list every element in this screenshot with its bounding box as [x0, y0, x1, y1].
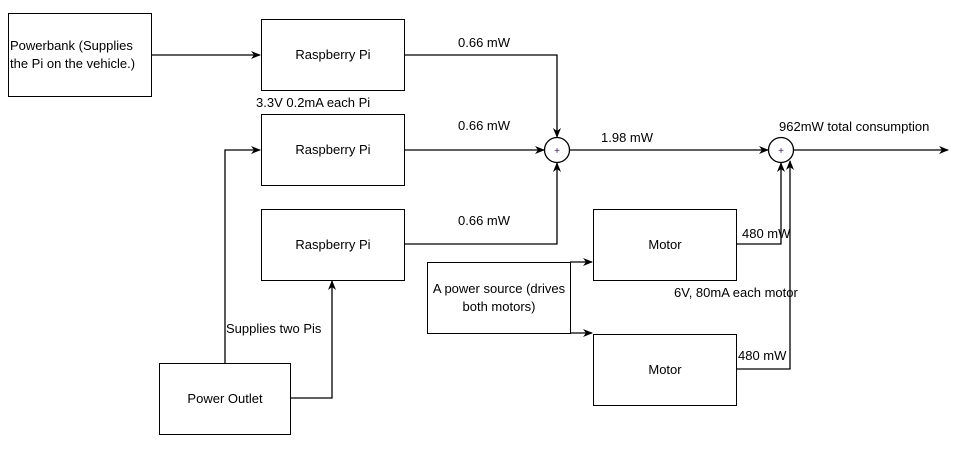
powerbank-label: Powerbank (Supplies the Pi on the vehicl…: [10, 38, 136, 71]
pi-2-power-label: 0.66 mW: [458, 118, 511, 133]
pi-2-label: Raspberry Pi: [295, 142, 371, 157]
edge-pi1-to-sum1: [404, 54, 561, 138]
pi-spec-label: 3.3V 0.2mA each Pi: [256, 95, 371, 110]
edge-outlet-to-pi2: [224, 146, 261, 363]
motor-1-power-label: 480 mW: [742, 226, 791, 241]
edge-pi3-to-sum1: [404, 162, 561, 245]
pi-1-power-label: 0.66 mW: [458, 35, 511, 50]
pi-3-label: Raspberry Pi: [295, 237, 371, 252]
edge-motor1-to-sum2: [736, 162, 785, 245]
motor-block-1[interactable]: Motor: [593, 209, 737, 281]
pi-3-power-label: 0.66 mW: [458, 213, 511, 228]
powerbank-block[interactable]: Powerbank (Supplies the Pi on the vehicl…: [8, 13, 152, 97]
raspberry-pi-block-3[interactable]: Raspberry Pi: [261, 209, 405, 281]
raspberry-pi-block-2[interactable]: Raspberry Pi: [261, 114, 405, 186]
power-outlet-block[interactable]: Power Outlet: [159, 363, 291, 435]
power-outlet-label: Power Outlet: [187, 391, 263, 406]
sum-junction-2: +: [767, 136, 795, 164]
sum-junction-1: +: [543, 136, 571, 164]
plus-icon: +: [554, 146, 560, 157]
pi-1-label: Raspberry Pi: [295, 47, 371, 62]
motor-1-label: Motor: [648, 237, 682, 252]
total-consumption-label: 962mW total consumption: [779, 119, 930, 134]
pis-total-power-label: 1.98 mW: [601, 130, 654, 145]
motor-2-power-label: 480 mW: [738, 348, 787, 363]
outlet-note-label: Supplies two Pis: [226, 321, 322, 336]
raspberry-pi-block-1[interactable]: Raspberry Pi: [261, 19, 405, 91]
motor-spec-label: 6V, 80mA each motor: [674, 285, 798, 300]
plus-icon: +: [778, 146, 784, 157]
motor-block-2[interactable]: Motor: [593, 334, 737, 406]
power-source-block[interactable]: A power source (drives both motors): [427, 262, 571, 334]
edge-outlet-to-pi3: [290, 280, 336, 399]
motor-2-label: Motor: [648, 362, 682, 377]
power-source-label: A power source (drives both motors): [432, 281, 566, 314]
edge-motor2-to-sum2: [736, 160, 794, 370]
